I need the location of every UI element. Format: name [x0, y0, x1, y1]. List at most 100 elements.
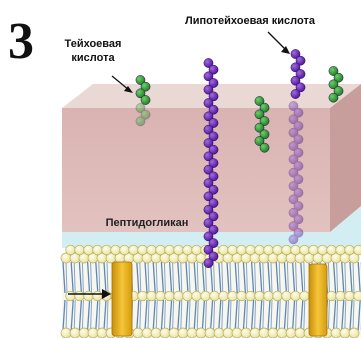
lipid-head	[165, 245, 175, 255]
lipoteichoic-acid-chain-2-top	[291, 49, 305, 98]
lipid-head	[336, 291, 346, 301]
teichoic-acid-chain-2	[255, 96, 269, 152]
chain-bead	[141, 95, 150, 104]
arrow-lipoteichoic	[268, 32, 286, 50]
lipid-head	[259, 328, 269, 338]
lipid-head	[219, 291, 229, 301]
lipid-head	[79, 328, 89, 338]
lipid-head	[277, 328, 287, 338]
lipid-head	[183, 291, 193, 301]
lipid-head	[93, 245, 103, 255]
lipid-head	[331, 328, 341, 338]
lipid-head	[349, 328, 359, 338]
lipid-head	[246, 245, 256, 255]
lipid-head	[160, 328, 170, 338]
lipid-head	[156, 291, 166, 301]
lipid-head	[327, 245, 337, 255]
lipid-head	[228, 245, 238, 255]
lipid-head	[187, 328, 197, 338]
lipid-head	[210, 291, 220, 301]
lipid-head	[205, 328, 215, 338]
lipid-head	[88, 328, 98, 338]
chain-bead	[260, 143, 269, 152]
peptidoglycan-label: Пептидогликан	[92, 216, 202, 230]
lipid-head	[336, 245, 346, 255]
lipid-head	[291, 291, 301, 301]
lipid-head	[138, 291, 148, 301]
lipid-head	[102, 245, 112, 255]
lipid-head	[129, 245, 139, 255]
lipid-head	[264, 245, 274, 255]
lipid-head	[97, 328, 107, 338]
lipid-head	[354, 245, 361, 255]
lipid-head	[264, 291, 274, 301]
lipid-head	[133, 328, 143, 338]
lipid-head	[156, 245, 166, 255]
lipid-head	[61, 328, 71, 338]
lipid-head	[250, 328, 260, 338]
lipid-head	[70, 328, 80, 338]
lipid-head	[84, 291, 94, 301]
lipid-head	[178, 328, 188, 338]
lipid-head	[237, 291, 247, 301]
lipid-head	[147, 291, 157, 301]
lipid-head	[75, 291, 85, 301]
chain-bead	[291, 89, 300, 98]
panel-number: 3	[8, 16, 34, 68]
lipid-head	[120, 245, 130, 255]
lipid-head	[84, 245, 94, 255]
chain-bead	[289, 235, 298, 244]
lipid-head	[246, 291, 256, 301]
lipid-head	[273, 245, 283, 255]
lipid-head	[309, 245, 319, 255]
lipid-head	[345, 245, 355, 255]
lipid-head	[219, 245, 229, 255]
lipid-head	[273, 291, 283, 301]
lipid-head	[142, 328, 152, 338]
lipid-head	[66, 291, 76, 301]
lipid-head	[223, 328, 233, 338]
lipid-head	[66, 245, 76, 255]
lipid-head	[237, 245, 247, 255]
lipid-head	[340, 328, 350, 338]
lipid-head	[318, 245, 328, 255]
lipid-head	[268, 328, 278, 338]
lipid-head	[192, 245, 202, 255]
lipid-head	[174, 245, 184, 255]
lipid-head	[300, 291, 310, 301]
lipid-head	[354, 291, 361, 301]
lipid-head	[174, 291, 184, 301]
lipid-head	[201, 291, 211, 301]
lipid-head	[151, 328, 161, 338]
lipid-head	[169, 328, 179, 338]
lipid-head	[75, 245, 85, 255]
lipid-head	[192, 291, 202, 301]
lipid-head	[93, 291, 103, 301]
lipid-head	[255, 291, 265, 301]
lipid-head	[345, 291, 355, 301]
lipid-head	[111, 245, 121, 255]
lipid-head	[183, 245, 193, 255]
lipid-head	[196, 328, 206, 338]
lipid-head	[138, 245, 148, 255]
lipid-head	[282, 245, 292, 255]
lipid-head	[214, 328, 224, 338]
lipid-head	[228, 291, 238, 301]
lipid-head	[232, 328, 242, 338]
lipid-head	[327, 291, 337, 301]
chain-bead	[204, 259, 213, 268]
lipoteichoic-acid-label: Липотейхоевая кислота	[170, 14, 330, 28]
lipid-head	[291, 245, 301, 255]
lipid-head	[295, 328, 305, 338]
lipid-head	[282, 291, 292, 301]
lipid-head	[147, 245, 157, 255]
lipid-head	[241, 328, 251, 338]
peptidoglycan-side	[330, 84, 361, 232]
lipid-head	[255, 245, 265, 255]
lipid-head	[286, 328, 296, 338]
chain-bead	[329, 93, 338, 102]
teichoic-acid-label: Тейхоевая кислота	[58, 37, 128, 65]
membrane-protein-left	[112, 262, 132, 336]
chain-bead	[136, 117, 145, 126]
